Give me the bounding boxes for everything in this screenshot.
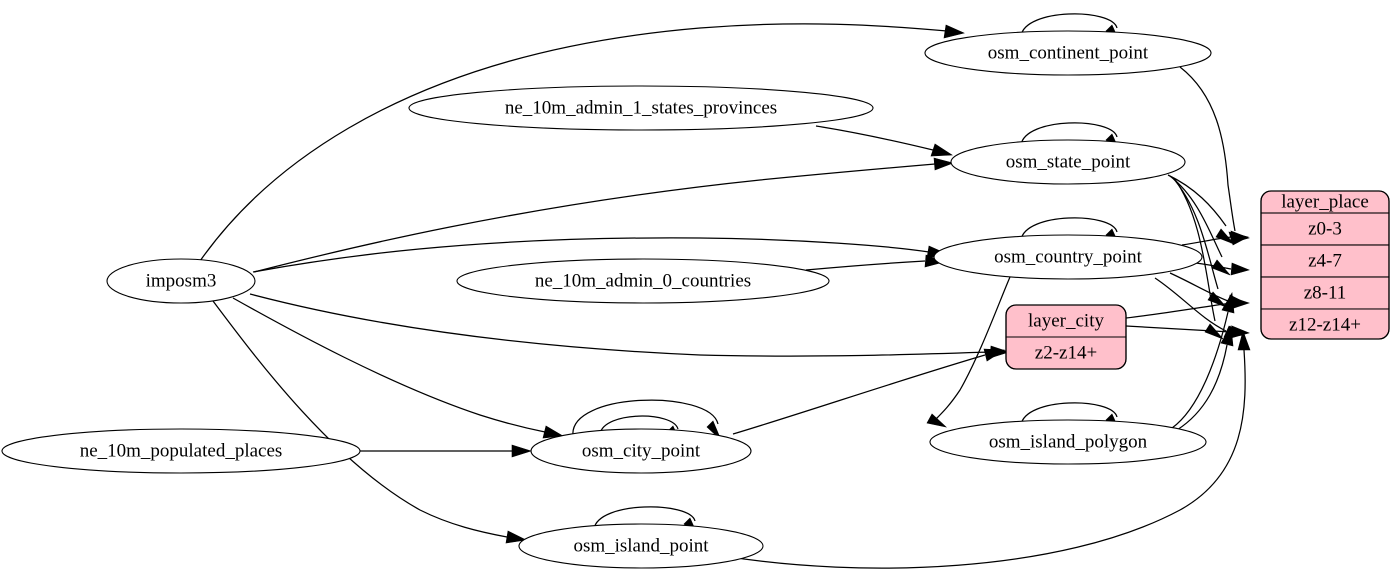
edge-imposm3-to-osm-state-point [253,157,954,273]
node-imposm3[interactable]: imposm3 [106,258,256,304]
edge-osm-country-point-to-layer-place-z4 [1195,262,1250,276]
edge-osm-country-point-to-osm-island-polygon [926,276,1011,428]
edge-imposm3-to-layer-city-z2 [249,293,1010,359]
edge-osm-island-polygon-to-layer-place-z8 [1171,292,1235,429]
node-ne-10m-admin-0-countries[interactable]: ne_10m_admin_0_countries [456,258,830,304]
edge-osm-island-point-to-layer-place-z12 [723,330,1251,569]
edge-osm-state-point-to-layer-place-z0 [1167,174,1235,245]
record-row-layer-city-header [1005,304,1127,338]
node-layer: imposm3 ne_10m_admin_1_states_provinces … [1,30,1390,569]
record-row-layer-place-header [1260,190,1390,214]
edge-layer [199,13,1251,569]
node-osm-city-point[interactable]: osm_city_point [530,428,752,474]
node-ne-10m-admin-1-states-provinces[interactable]: ne_10m_admin_1_states_provinces [408,85,874,131]
edge-imposm3-to-osm-continent-point [199,23,965,262]
node-ne-10m-populated-places[interactable]: ne_10m_populated_places [1,428,361,474]
record-outline-layer-city [1005,304,1127,370]
record-row-layer-city-z2-z14[interactable] [1005,336,1127,370]
record-node-layer-city[interactable]: layer_city z2-z14+ [1005,304,1127,370]
edge-osm-island-polygon-to-layer-place-z12 [1176,325,1234,431]
record-row-layer-place-z12-z14[interactable] [1260,308,1390,340]
edge-ne-countries-to-osm-country-point [805,254,945,271]
node-osm-island-point[interactable]: osm_island_point [518,523,764,569]
record-row-layer-place-z0-3[interactable] [1260,212,1390,246]
edge-osm-continent-point-to-layer-place-z0 [1179,66,1249,246]
record-outline-layer-place [1260,190,1390,340]
edge-ne-states-to-osm-state-point [815,125,953,157]
node-osm-continent-point[interactable]: osm_continent_point [924,30,1212,76]
edge-ne-populated-to-osm-city-point [360,444,532,458]
node-osm-state-point[interactable]: osm_state_point [950,139,1186,185]
edge-imposm3-to-osm-city-point [232,297,564,439]
edge-osm-city-point-to-layer-city-z2 [732,348,1005,435]
node-osm-island-polygon[interactable]: osm_island_polygon [929,419,1207,465]
record-node-layer-place[interactable]: layer_place z0-3 z4-7 z8-11 z12-z14+ [1260,190,1390,340]
record-row-layer-place-z8-11[interactable] [1260,276,1390,310]
node-osm-country-point[interactable]: osm_country_point [933,234,1203,280]
record-row-layer-place-z4-7[interactable] [1260,244,1390,278]
edge-imposm3-to-osm-island-point [212,300,527,544]
edge-osm-country-point-to-layer-place-z0 [1181,230,1250,246]
